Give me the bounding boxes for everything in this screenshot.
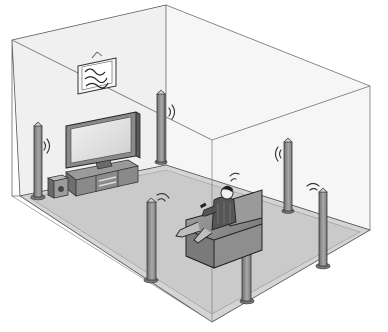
speaker-right-back — [282, 138, 294, 214]
speaker-center-back — [155, 90, 167, 165]
subwoofer — [48, 175, 68, 198]
